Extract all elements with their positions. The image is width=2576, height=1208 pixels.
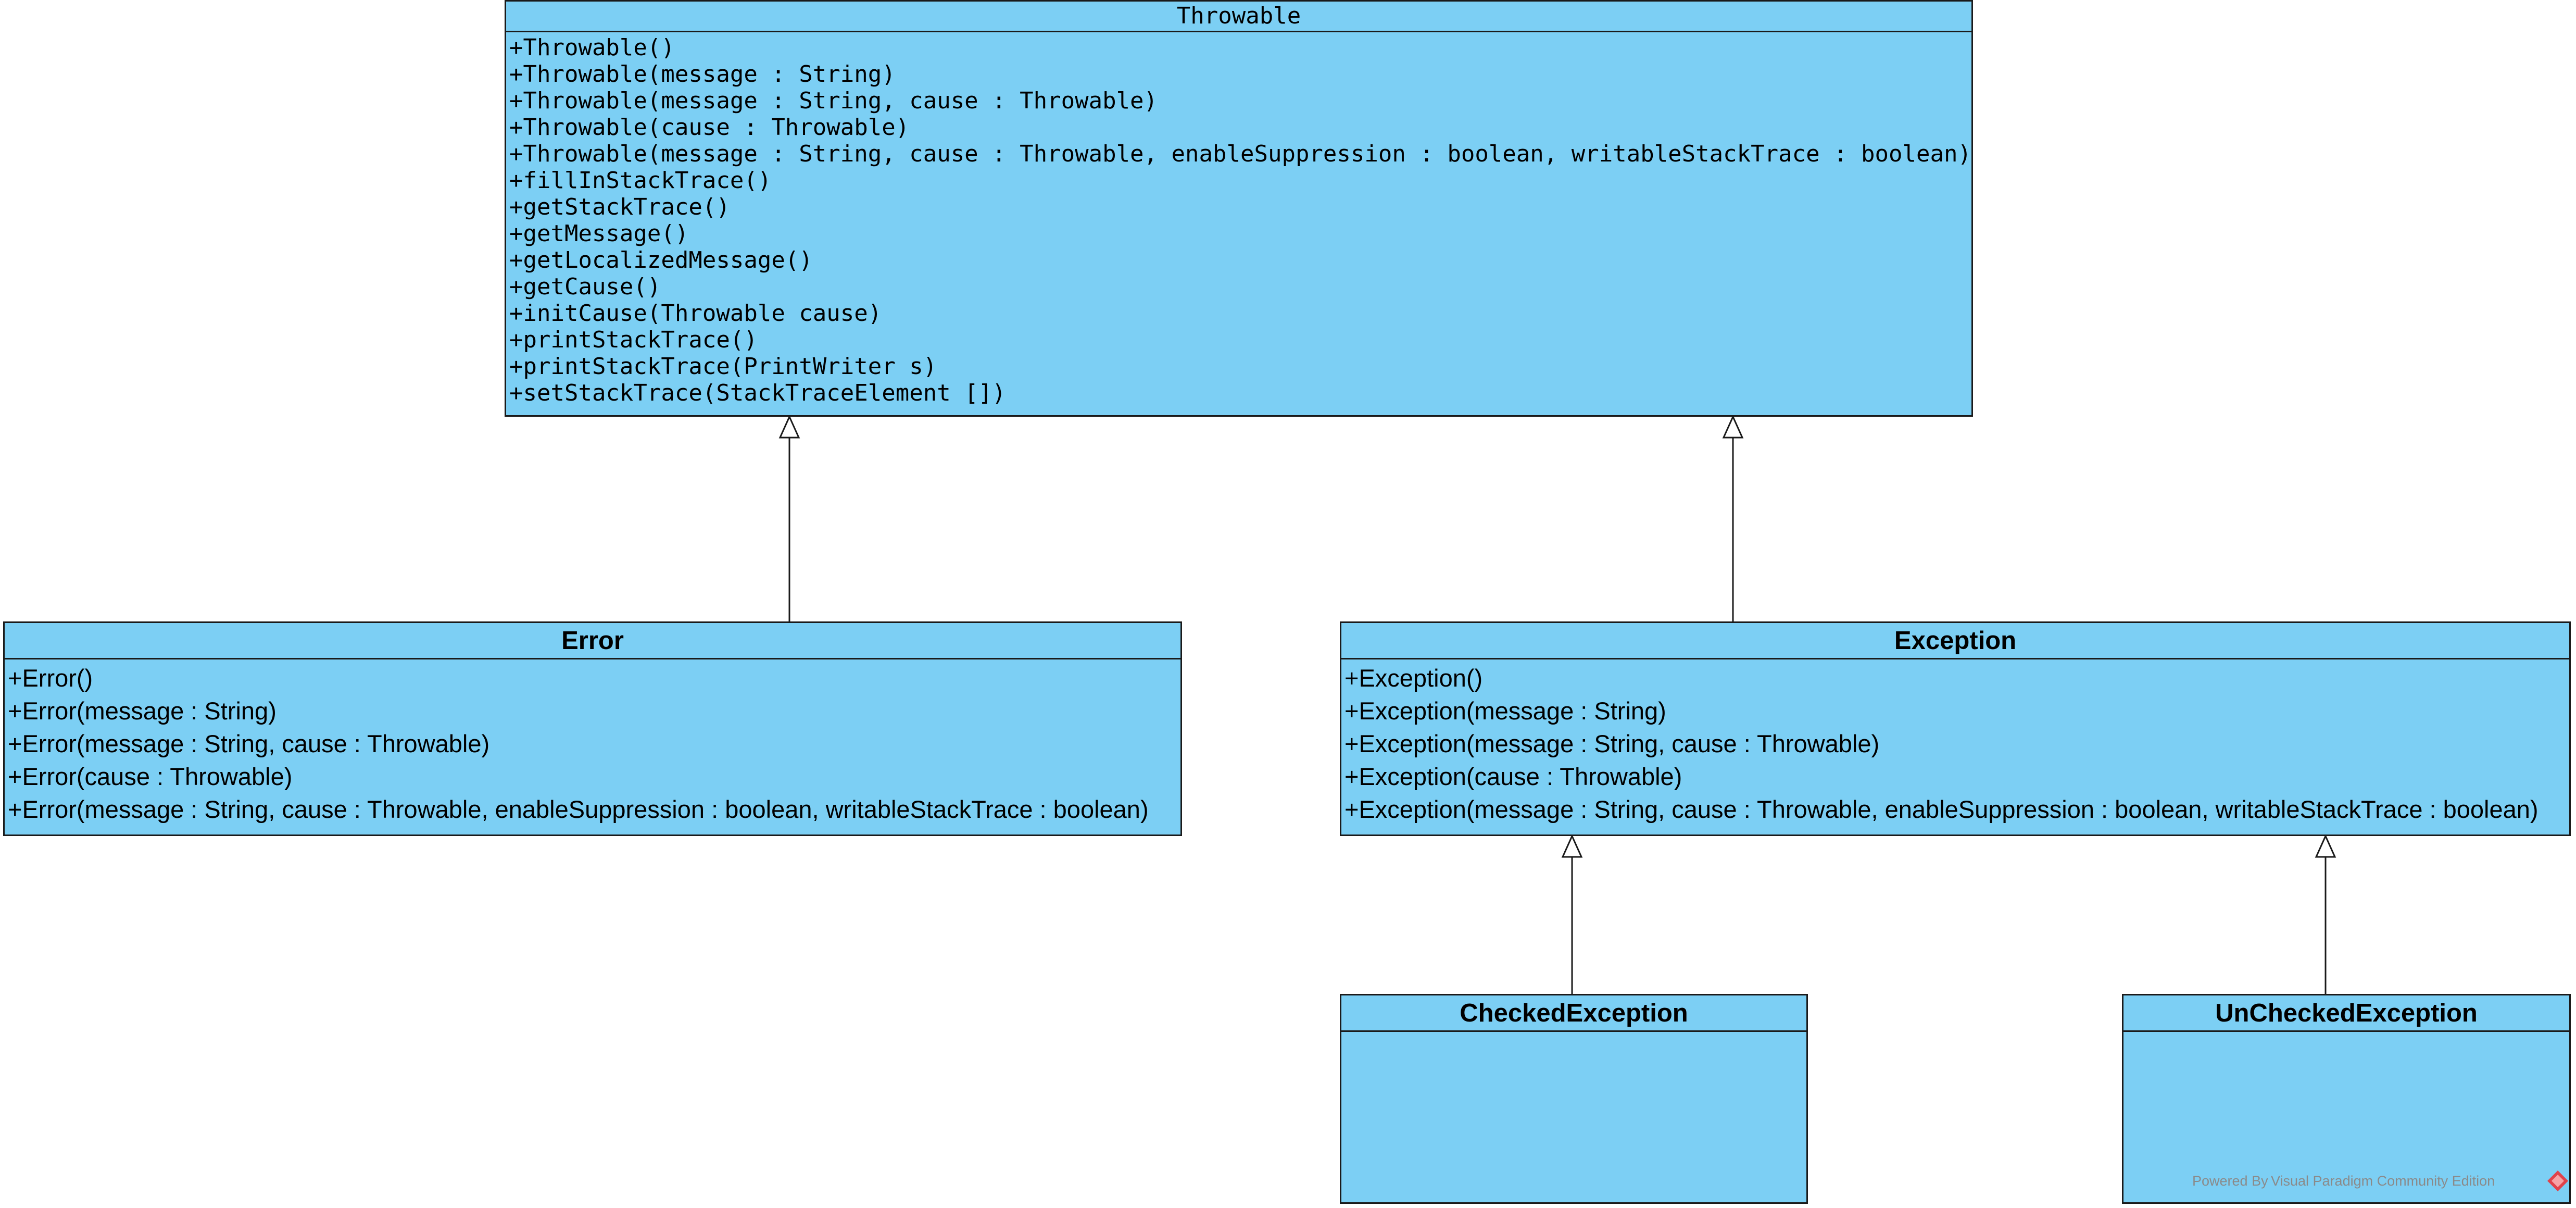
operation: +Error(message : String, cause : Throwab… bbox=[8, 730, 490, 757]
operation: +Exception(message : String) bbox=[1344, 697, 1666, 725]
inheritance-arrowhead-icon bbox=[1722, 415, 1744, 439]
operation: +printStackTrace() bbox=[509, 327, 758, 353]
inheritance-arrowhead-icon bbox=[778, 415, 800, 439]
operation: +Error(message : String) bbox=[8, 697, 277, 725]
operation: +getCause() bbox=[509, 273, 661, 300]
class-name: UnCheckedException bbox=[2123, 995, 2569, 1032]
operation: +setStackTrace(StackTraceElement []) bbox=[509, 380, 1006, 406]
class-name: Exception bbox=[1341, 623, 2569, 659]
class-name: CheckedException bbox=[1341, 995, 1806, 1032]
operations-compartment: +Exception() +Exception(message : String)… bbox=[1341, 659, 2569, 826]
operation: +printStackTrace(PrintWriter s) bbox=[509, 353, 937, 380]
class-checked-exception[interactable]: CheckedException bbox=[1340, 994, 1808, 1204]
operation: +Throwable(cause : Throwable) bbox=[509, 114, 910, 141]
class-error[interactable]: Error +Error()+Error(message : String)+E… bbox=[3, 621, 1182, 836]
operation: +Exception(message : String, cause : Thr… bbox=[1344, 795, 2539, 823]
operation: +initCause(Throwable cause) bbox=[509, 300, 882, 327]
operation: +fillInStackTrace() bbox=[509, 167, 772, 194]
inheritance-arrowhead-icon bbox=[1561, 834, 1583, 858]
operations-compartment: +Error() +Error(message : String) +Error(m… bbox=[5, 659, 1180, 826]
operation: +Throwable(message : String) bbox=[509, 61, 896, 88]
operation: +Error() bbox=[8, 664, 93, 692]
operation: +Error(cause : Throwable) bbox=[8, 763, 293, 790]
class-exception[interactable]: Exception +Exception() +Exception(message… bbox=[1340, 621, 2571, 836]
visual-paradigm-logo-icon bbox=[2547, 1170, 2568, 1191]
operations-compartment: +Throwable()+Throwable(message : String)… bbox=[506, 32, 1971, 406]
operation: +Throwable(message : String, cause : Thr… bbox=[509, 88, 1158, 114]
operation: +Exception(message : String, cause : Thr… bbox=[1344, 730, 1880, 757]
class-unchecked-exception[interactable]: UnCheckedException bbox=[2122, 994, 2571, 1204]
class-throwable[interactable]: Throwable +Throwable()+Throwable(message… bbox=[505, 0, 1973, 417]
operation: +getMessage() bbox=[509, 220, 689, 247]
operations-compartment bbox=[2123, 1032, 2569, 1034]
class-name: Error bbox=[5, 623, 1180, 659]
operation: +Throwable() bbox=[509, 34, 675, 61]
operation: +Exception(cause : Throwable) bbox=[1344, 763, 1682, 790]
operation: +Exception() bbox=[1344, 664, 1483, 692]
operations-compartment bbox=[1341, 1032, 1806, 1034]
class-name: Throwable bbox=[506, 2, 1971, 32]
operation: +getStackTrace() bbox=[509, 194, 730, 220]
watermark-text: Powered By Visual Paradigm Community Edi… bbox=[2192, 1173, 2495, 1189]
operation: +Throwable(message : String, cause : Thr… bbox=[509, 141, 1971, 167]
operation: +Error(message : String, cause : Throwab… bbox=[8, 795, 1149, 823]
operation: +getLocalizedMessage() bbox=[509, 247, 813, 273]
inheritance-arrowhead-icon bbox=[2315, 834, 2336, 858]
